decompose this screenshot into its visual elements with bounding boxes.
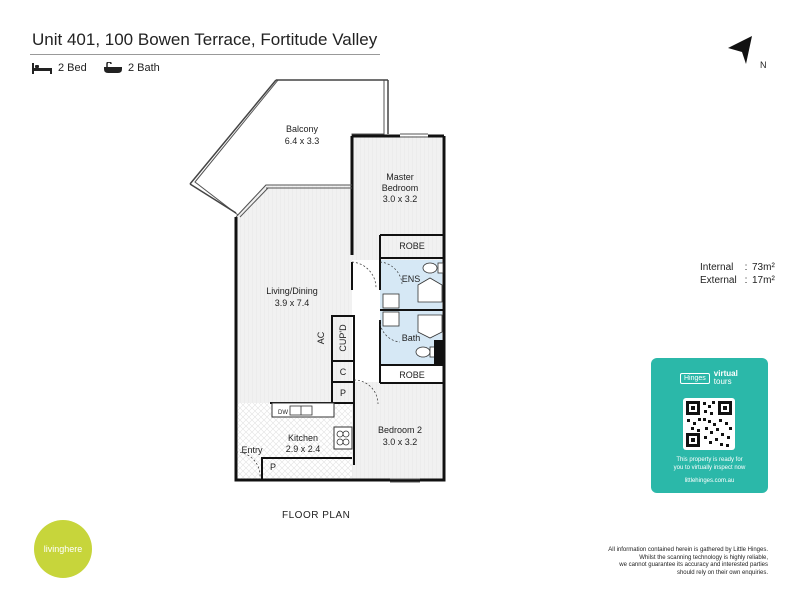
entry-floor xyxy=(236,403,276,480)
bedroom2-size: 3.0 x 3.2 xyxy=(383,437,418,447)
virtual-tour-text-line1: This property is ready for xyxy=(676,457,743,463)
bedroom2-label: Bedroom 2 xyxy=(378,425,422,435)
master-bedroom-label-1: Master xyxy=(386,172,414,182)
external-area-value: 17m² xyxy=(752,275,775,286)
bath-count-label: 2 Bath xyxy=(128,62,160,74)
bath-shower xyxy=(417,314,443,339)
balcony-size: 6.4 x 3.3 xyxy=(285,136,320,146)
virtual-tour-text-line2: you to virtually inspect now xyxy=(673,465,746,471)
kitchen-cooktop xyxy=(333,426,353,450)
dishwasher-label: DW xyxy=(278,410,288,416)
ensuite-shower xyxy=(417,277,443,303)
internal-area-separator: : xyxy=(744,262,748,273)
internal-area: Internal:73m² xyxy=(700,262,775,273)
virtual-tour-link[interactable]: littlehinges.com.au xyxy=(684,478,735,484)
floor-plan-caption: FLOOR PLAN xyxy=(282,510,351,521)
master-bedroom-size: 3.0 x 3.2 xyxy=(383,194,418,204)
balcony-label: Balcony xyxy=(286,124,319,134)
robe1-label: ROBE xyxy=(399,241,425,251)
internal-area-value: 73m² xyxy=(752,262,775,273)
disclaimer-line1: All information contained herein is gath… xyxy=(608,547,768,553)
qr-code-icon[interactable] xyxy=(683,398,735,450)
internal-area-label: Internal xyxy=(700,262,734,273)
master-bedroom-label-2: Bedroom xyxy=(382,183,419,193)
bath-icon xyxy=(104,62,122,73)
ac-label: AC xyxy=(316,331,326,344)
agency-logo: livinghere xyxy=(34,520,92,578)
bath-toilet xyxy=(415,346,431,358)
pantry-label-2: P xyxy=(270,462,276,472)
bath-count: 2 Bath xyxy=(104,62,160,74)
kitchen-label: Kitchen xyxy=(288,433,318,443)
living-size: 3.9 x 7.4 xyxy=(275,298,310,308)
bed-icon xyxy=(32,63,52,74)
bed-count-label: 2 Bed xyxy=(58,62,87,74)
pantry-label-1: P xyxy=(340,388,346,398)
external-area-separator: : xyxy=(744,275,748,286)
compass-north-label: N xyxy=(760,60,767,70)
living-label: Living/Dining xyxy=(266,286,318,296)
bath-label: Bath xyxy=(402,333,421,343)
ensuite-label: ENS xyxy=(402,274,421,284)
property-title: Unit 401, 100 Bowen Terrace, Fortitude V… xyxy=(32,30,378,49)
disclaimer-line3: we cannot guarantee its accuracy and int… xyxy=(619,562,768,568)
virtual-tour-text: This property is ready for you to virtua… xyxy=(657,456,762,472)
disclaimer-line2: Whilst the scanning technology is highly… xyxy=(639,554,768,561)
virtual-tour-logo-word2: tours xyxy=(713,377,732,386)
virtual-tour-logo-box: Hinges xyxy=(680,372,710,384)
disclaimer-line4: should rely on their own enquiries. xyxy=(676,569,768,576)
ensuite-toilet xyxy=(422,262,438,274)
bed-count: 2 Bed xyxy=(32,62,87,74)
disclaimer: All information contained herein is gath… xyxy=(560,547,768,577)
kitchen-size: 2.9 x 2.4 xyxy=(286,444,321,454)
bath-vanity xyxy=(382,311,400,327)
cupboard-label: CUP'D xyxy=(338,324,348,352)
bedroom2-floor xyxy=(352,382,442,480)
virtual-tour-logo: Hinges virtual tours xyxy=(680,370,738,386)
ensuite-vanity xyxy=(382,293,400,309)
north-arrow-icon xyxy=(728,36,752,64)
robe2-label: ROBE xyxy=(399,370,425,380)
virtual-tour-logo-word1: virtual xyxy=(713,369,738,378)
external-area: External:17m² xyxy=(700,275,775,286)
entry-label: Entry xyxy=(241,445,263,455)
c-label: C xyxy=(340,367,347,377)
master-bedroom-floor xyxy=(352,136,442,260)
title-divider xyxy=(30,54,380,55)
virtual-tour-card[interactable]: Hinges virtual tours This property is re… xyxy=(651,358,768,493)
external-area-label: External xyxy=(700,275,737,286)
